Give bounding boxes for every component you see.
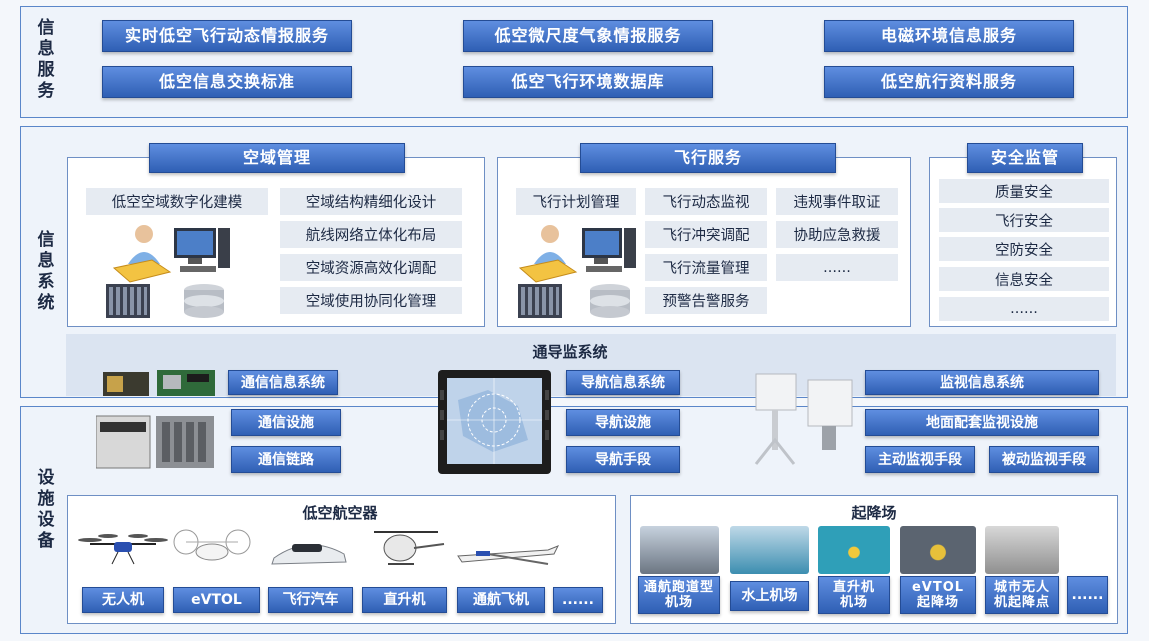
comm-device-icon: [96, 415, 214, 469]
water-airport-photo: [730, 526, 809, 574]
nav-display-icon: [438, 370, 551, 474]
service-realtime-flight-intel[interactable]: 实时低空飞行动态情报服务: [102, 20, 352, 52]
urban-drone-pad-photo: [985, 526, 1059, 574]
ga-plane-icon: [457, 545, 560, 565]
nav-info-system[interactable]: 导航信息系统: [566, 370, 680, 395]
nav-means[interactable]: 导航手段: [566, 446, 680, 473]
ground-surveillance-facility[interactable]: 地面配套监视设施: [865, 409, 1099, 436]
cns-title: 通导监系统: [532, 343, 608, 361]
airfield-evtol-pad[interactable]: eVTOL 起降场: [900, 576, 976, 614]
runway-airport-photo: [640, 526, 719, 574]
service-electromagnetic[interactable]: 电磁环境信息服务: [824, 20, 1074, 52]
safety-item-quality: 质量安全: [939, 179, 1109, 203]
service-aeronautical-info[interactable]: 低空航行资料服务: [824, 66, 1074, 98]
airspace-item-collab: 空域使用协同化管理: [280, 287, 462, 314]
safety-item-flight: 飞行安全: [939, 208, 1109, 232]
flight-item-conflict: 飞行冲突调配: [645, 221, 767, 248]
evtol-pad-photo: [900, 526, 976, 574]
aircraft-more[interactable]: ......: [553, 587, 603, 613]
service-micro-weather[interactable]: 低空微尺度气象情报服务: [463, 20, 713, 52]
safety-item-information: 信息安全: [939, 267, 1109, 291]
comm-link[interactable]: 通信链路: [231, 446, 341, 473]
service-environment-db[interactable]: 低空飞行环境数据库: [463, 66, 713, 98]
aircraft-images: [78, 529, 560, 565]
aircraft-helicopter[interactable]: 直升机: [362, 587, 447, 613]
drone-icon: [78, 534, 168, 565]
airspace-item-resource: 空域资源高效化调配: [280, 254, 462, 281]
airfield-title: 起降场: [851, 504, 897, 522]
airfield-runway[interactable]: 通航跑道型 机场: [638, 576, 720, 614]
airfield-heliport[interactable]: 直升机 机场: [818, 576, 890, 614]
aircraft-evtol[interactable]: eVTOL: [173, 587, 260, 613]
flight-item-violation: 违规事件取证: [776, 188, 898, 215]
airspace-item-modeling: 低空空域数字化建模: [86, 188, 268, 215]
aircraft-ga-plane[interactable]: 通航飞机: [457, 587, 545, 613]
facilities-label: 设施设备: [37, 468, 55, 551]
airfield-more[interactable]: ......: [1067, 576, 1108, 614]
flight-item-plan: 飞行计划管理: [516, 188, 636, 215]
airspace-title[interactable]: 空域管理: [149, 143, 405, 173]
airfield-water[interactable]: 水上机场: [730, 581, 809, 611]
comm-facility[interactable]: 通信设施: [231, 409, 341, 436]
info-service-label: 信息服务: [37, 18, 55, 101]
nav-facility[interactable]: 导航设施: [566, 409, 680, 436]
safety-title[interactable]: 安全监管: [967, 143, 1083, 173]
evtol-icon: [173, 529, 251, 561]
flight-item-flow: 飞行流量管理: [645, 254, 767, 281]
airfield-urban-drone-pad[interactable]: 城市无人 机起降点: [985, 576, 1059, 614]
active-surveillance[interactable]: 主动监视手段: [865, 446, 975, 473]
flight-item-monitor: 飞行动态监视: [645, 188, 767, 215]
surv-info-system[interactable]: 监视信息系统: [865, 370, 1099, 395]
helicopter-icon: [374, 531, 445, 565]
heliport-photo: [818, 526, 890, 574]
airspace-item-structure: 空域结构精细化设计: [280, 188, 462, 215]
airspace-item-route-network: 航线网络立体化布局: [280, 221, 462, 248]
safety-item-airdefense: 空防安全: [939, 237, 1109, 261]
aircraft-drone[interactable]: 无人机: [82, 587, 164, 613]
comm-board-icon: [103, 370, 215, 396]
aircraft-flying-car[interactable]: 飞行汽车: [268, 587, 353, 613]
flight-item-more: ......: [776, 254, 898, 281]
flight-item-warning: 预警告警服务: [645, 287, 767, 314]
flight-title[interactable]: 飞行服务: [580, 143, 836, 173]
aircraft-title: 低空航空器: [302, 504, 378, 522]
comm-info-system[interactable]: 通信信息系统: [228, 370, 338, 395]
flying-car-icon: [271, 544, 347, 565]
radar-icon: [754, 373, 853, 465]
info-system-label: 信息系统: [37, 230, 55, 313]
operator-workstation-icon: [106, 225, 230, 318]
flight-workstation-icon: [518, 225, 636, 318]
passive-surveillance[interactable]: 被动监视手段: [989, 446, 1099, 473]
flight-item-rescue: 协助应急救援: [776, 221, 898, 248]
service-exchange-standard[interactable]: 低空信息交换标准: [102, 66, 352, 98]
safety-item-more: ......: [939, 297, 1109, 321]
